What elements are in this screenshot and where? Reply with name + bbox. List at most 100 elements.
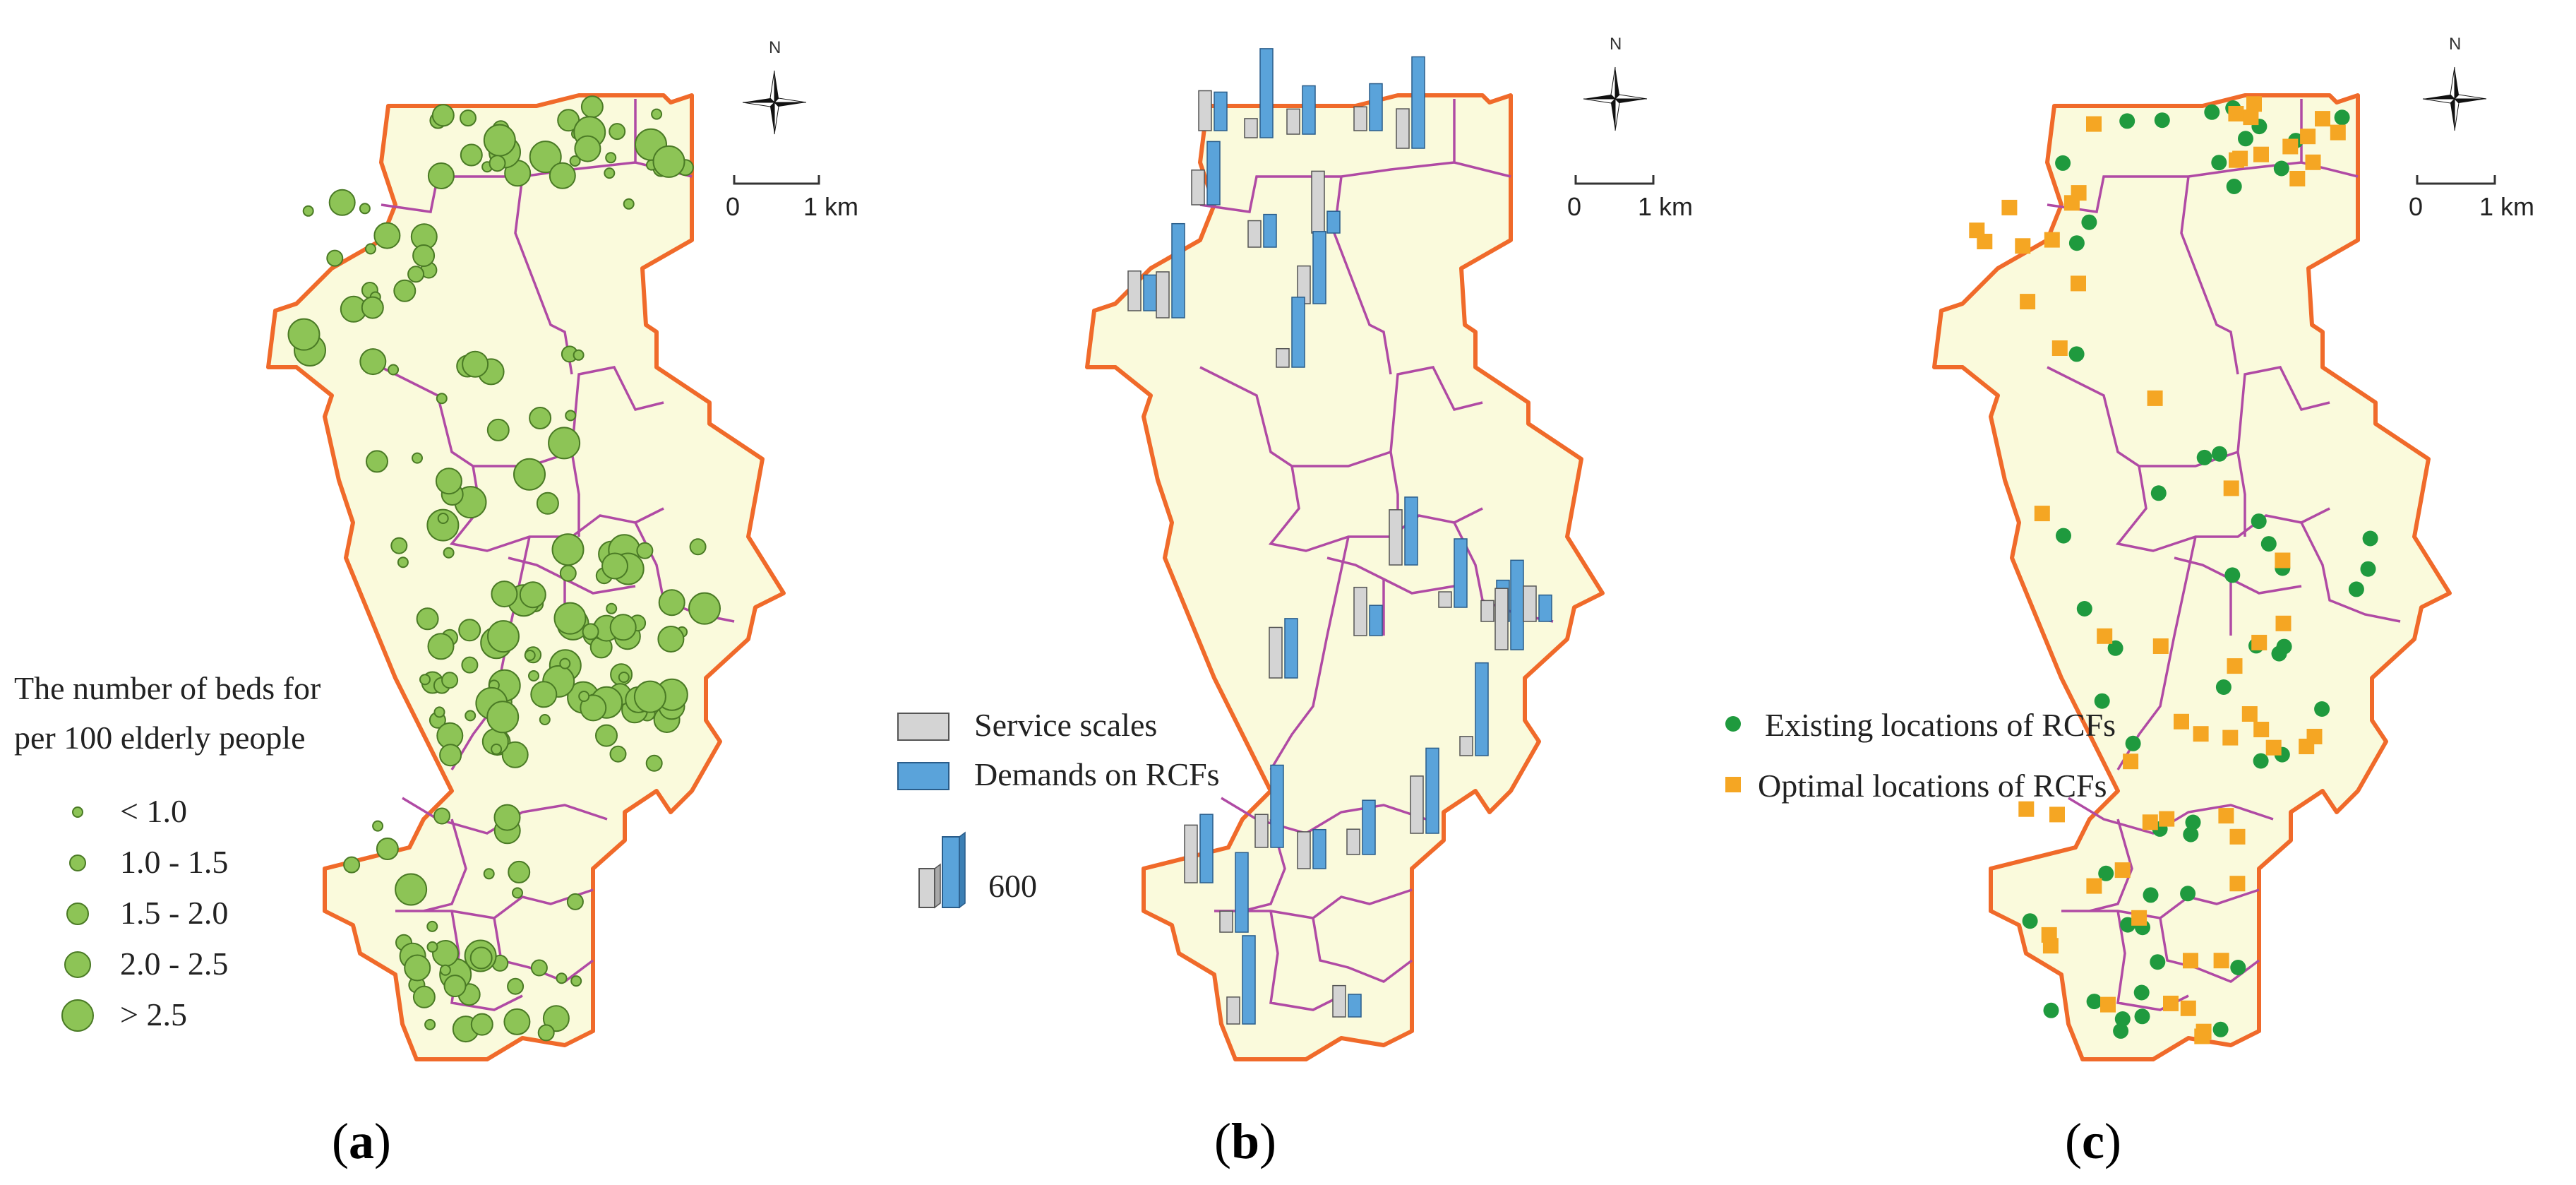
bed-ratio-symbol	[365, 243, 376, 255]
bed-ratio-symbol	[433, 706, 445, 718]
demand-bar	[1312, 231, 1326, 304]
scale-start: 0	[726, 192, 740, 221]
optimal-rcf-point	[2123, 754, 2139, 770]
service-scale-bar	[1286, 108, 1300, 135]
demand-bar	[1425, 747, 1439, 834]
existing-rcf-point	[2068, 235, 2085, 251]
legend-title-line2: per 100 elderly people	[14, 720, 306, 756]
rcf-bar-pair	[1353, 83, 1383, 131]
legend-optimal: Optimal locations of RCFs	[1758, 768, 2107, 804]
optimal-rcf-point	[2147, 390, 2163, 406]
optimal-rcf-point	[2051, 340, 2068, 356]
existing-rcf-point	[2133, 984, 2150, 1001]
rcf-bar-pair	[1226, 935, 1256, 1025]
optimal-rcf-point	[2001, 199, 2018, 215]
demand-bar	[1171, 222, 1185, 318]
legend-reference-value: 600	[988, 868, 1037, 904]
bed-ratio-symbol	[491, 580, 518, 608]
rcf-bar-pair	[1438, 538, 1468, 608]
bed-ratio-symbol	[461, 656, 479, 674]
legend-symbol-class-2	[69, 854, 86, 871]
legend-reference-bars	[918, 831, 966, 909]
optimal-rcf-point	[2315, 111, 2330, 127]
service-scale-bar	[1311, 170, 1325, 234]
rcf-bar-symbols	[1127, 48, 1552, 1025]
bed-ratio-symbol	[412, 244, 436, 267]
existing-rcf-point	[2212, 446, 2227, 462]
existing-rcf-point	[2276, 638, 2292, 655]
existing-rcf-point	[2215, 679, 2231, 695]
service-scale-bar	[1396, 108, 1410, 149]
existing-rcf-point	[2056, 528, 2071, 544]
existing-rcf-point	[2076, 601, 2092, 617]
optimal-rcf-point	[2049, 806, 2065, 823]
bed-ratio-symbol	[435, 468, 462, 495]
existing-rcf-point	[2230, 960, 2246, 975]
bed-ratio-symbol	[443, 975, 467, 998]
bed-ratio-symbol	[652, 145, 685, 178]
existing-rcf-point	[2348, 581, 2364, 597]
scale-start: 0	[1567, 192, 1581, 221]
scale-end: 1 km	[2479, 192, 2534, 221]
existing-rcf-point	[2180, 886, 2196, 902]
rcf-bar-pair	[1184, 814, 1214, 883]
optimal-rcf-point	[2114, 862, 2131, 879]
rcf-bar-pair	[1410, 747, 1439, 834]
service-scale-bar	[1353, 586, 1367, 636]
bed-ratio-symbol	[436, 393, 448, 405]
optimal-rcf-point	[2152, 638, 2169, 654]
bed-ratio-symbol	[657, 626, 685, 653]
demand-bar	[1312, 828, 1326, 869]
north-label: N	[1610, 35, 1622, 54]
existing-rcf-point	[2185, 814, 2201, 830]
existing-rcf-point	[2251, 513, 2267, 530]
rcf-bar-pair	[1297, 231, 1326, 304]
optimal-rcf-point	[2015, 238, 2031, 254]
optimal-rcf-point	[2020, 294, 2036, 310]
existing-rcf-point	[2196, 449, 2212, 465]
optimal-rcf-point	[2289, 171, 2306, 186]
bed-ratio-symbol	[433, 807, 450, 825]
service-scale-bar	[1523, 585, 1537, 622]
existing-rcf-point	[2238, 131, 2253, 147]
panel-a-north-arrow: N	[742, 38, 807, 135]
optimal-rcf-point	[2041, 927, 2057, 943]
panel-a-map	[268, 95, 784, 1059]
optimal-rcf-point	[2229, 152, 2244, 168]
bed-ratio-symbol	[366, 450, 388, 473]
bed-ratio-symbol	[623, 198, 635, 210]
demand-bar	[1235, 852, 1249, 933]
bed-ratio-symbol	[604, 167, 616, 179]
optimal-rcf-point	[2246, 96, 2262, 112]
bed-ratio-symbol	[573, 349, 585, 361]
panel-c-map	[1934, 95, 2450, 1059]
legend-demands: Demands on RCFs	[974, 756, 1220, 792]
demand-bar	[1302, 85, 1316, 135]
existing-rcf-point	[2022, 913, 2038, 929]
bed-ratio-symbol	[412, 985, 436, 1008]
bed-ratio-symbol	[530, 959, 548, 977]
demand-bar	[1284, 618, 1298, 679]
bed-ratio-symbol	[361, 296, 384, 319]
bed-ratio-symbol	[388, 364, 400, 376]
north-label: N	[2449, 35, 2461, 54]
existing-rcf-point	[2154, 112, 2170, 129]
bed-ratio-symbol	[412, 452, 423, 464]
bed-ratio-symbol	[302, 205, 314, 217]
service-scale-bar	[1438, 591, 1452, 608]
optimal-rcf-point	[2213, 953, 2229, 969]
service-scale-bar	[1219, 910, 1233, 933]
demand-bar	[1362, 799, 1376, 855]
service-scale-bar	[1494, 588, 1509, 650]
demand-bar	[1291, 297, 1305, 368]
bed-ratio-symbol	[483, 124, 516, 157]
rcf-bar-pair	[1219, 852, 1249, 933]
demand-bar	[1214, 91, 1228, 131]
demand-bar	[1411, 56, 1425, 149]
optimal-rcf-point	[2044, 232, 2060, 248]
service-scale-bar	[1480, 600, 1494, 622]
bed-ratio-symbol	[528, 670, 539, 681]
demand-bar	[1326, 210, 1341, 234]
rcf-bar-pair	[1247, 213, 1277, 248]
